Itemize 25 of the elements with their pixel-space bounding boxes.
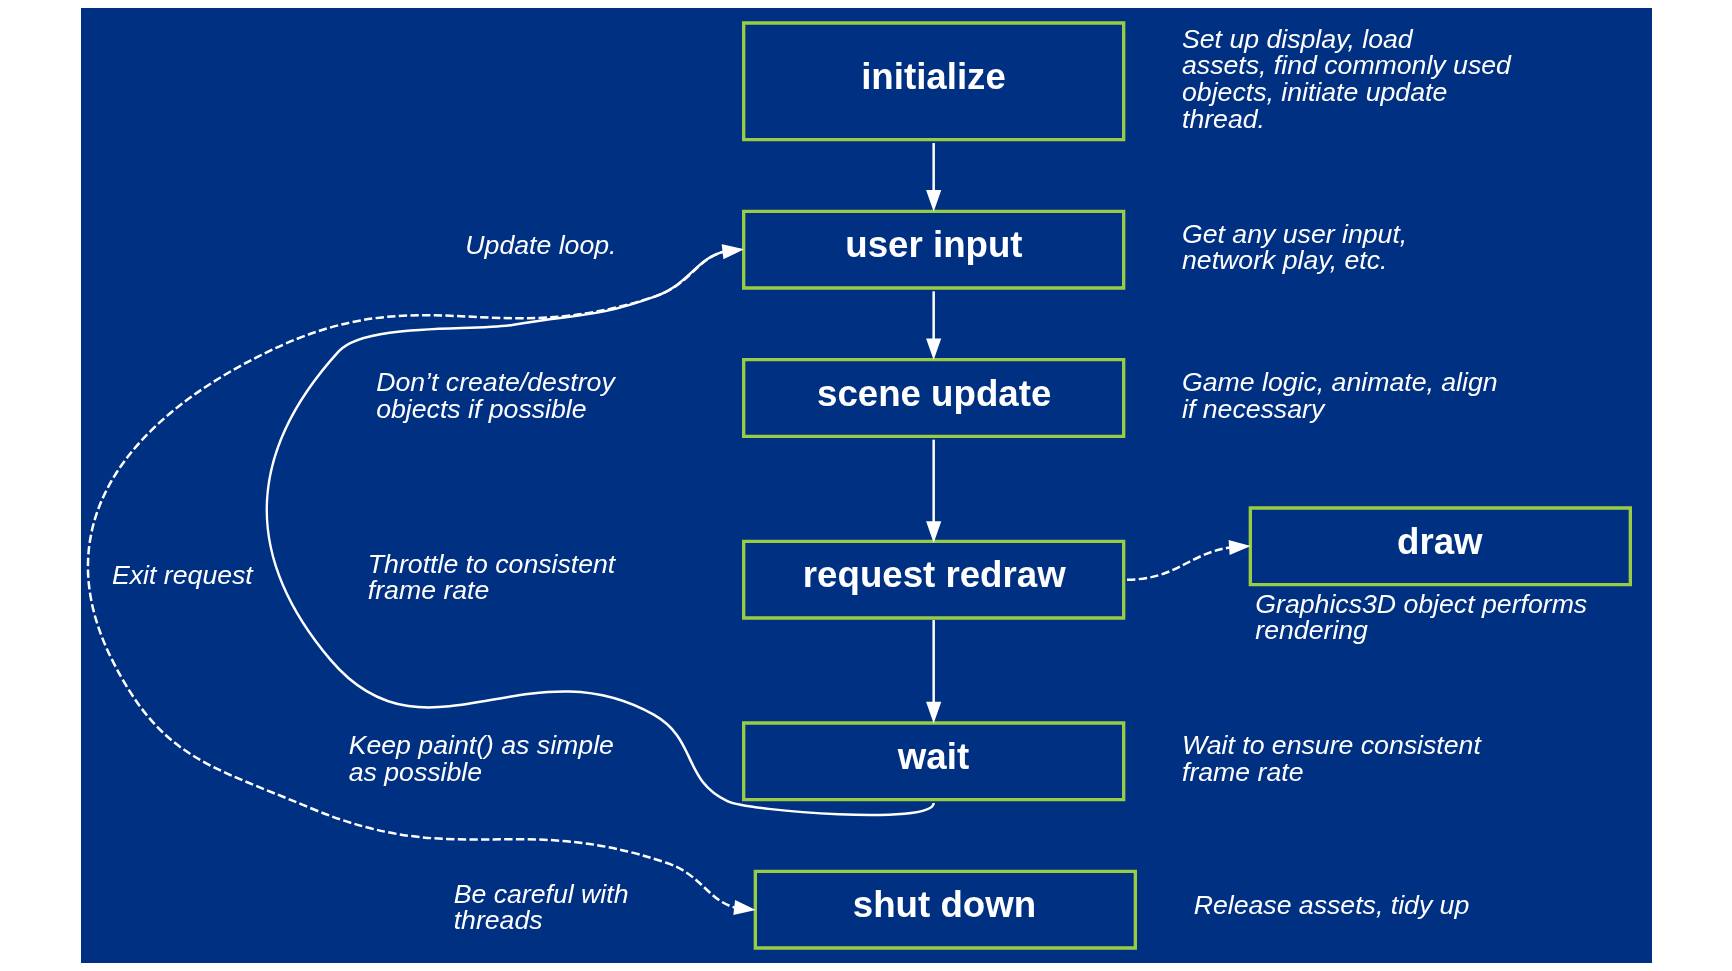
arrow bbox=[925, 143, 941, 212]
label: Be careful with threads bbox=[453, 878, 629, 936]
label: Throttle to consistent frame rate bbox=[367, 548, 615, 606]
node-box: request redraw bbox=[741, 539, 1125, 620]
label: Update loop. bbox=[464, 230, 617, 261]
label: Don’t create/destroy objects if possible bbox=[375, 367, 615, 424]
label: Keep paint() as simple as possible bbox=[348, 730, 614, 787]
node-box: shut down bbox=[753, 869, 1137, 950]
node-label: Graphics3D object performs rendering bbox=[1254, 588, 1587, 646]
node-label: Get any user input, network play, etc. bbox=[1181, 218, 1407, 276]
node-box: wait bbox=[741, 721, 1125, 802]
edge-label: Exit request bbox=[111, 560, 253, 591]
node-label: Release assets, tidy up bbox=[1193, 890, 1469, 921]
arrow bbox=[925, 439, 941, 544]
node-label: Set up display, load assets, find commonly used objects, initiate update thread. bbox=[1181, 23, 1511, 134]
node-box: user input bbox=[741, 209, 1125, 290]
node-label: Game logic, animate, align if necessary bbox=[1181, 367, 1498, 424]
node-box: initialize bbox=[741, 21, 1125, 142]
node-box: scene update bbox=[741, 358, 1125, 438]
arrow bbox=[925, 291, 941, 361]
node-label: Wait to ensure consistent frame rate bbox=[1181, 730, 1481, 787]
node-box: draw bbox=[1248, 506, 1632, 587]
arrow bbox=[925, 620, 941, 724]
arrow bbox=[265, 244, 934, 817]
arrow bbox=[1126, 539, 1251, 581]
